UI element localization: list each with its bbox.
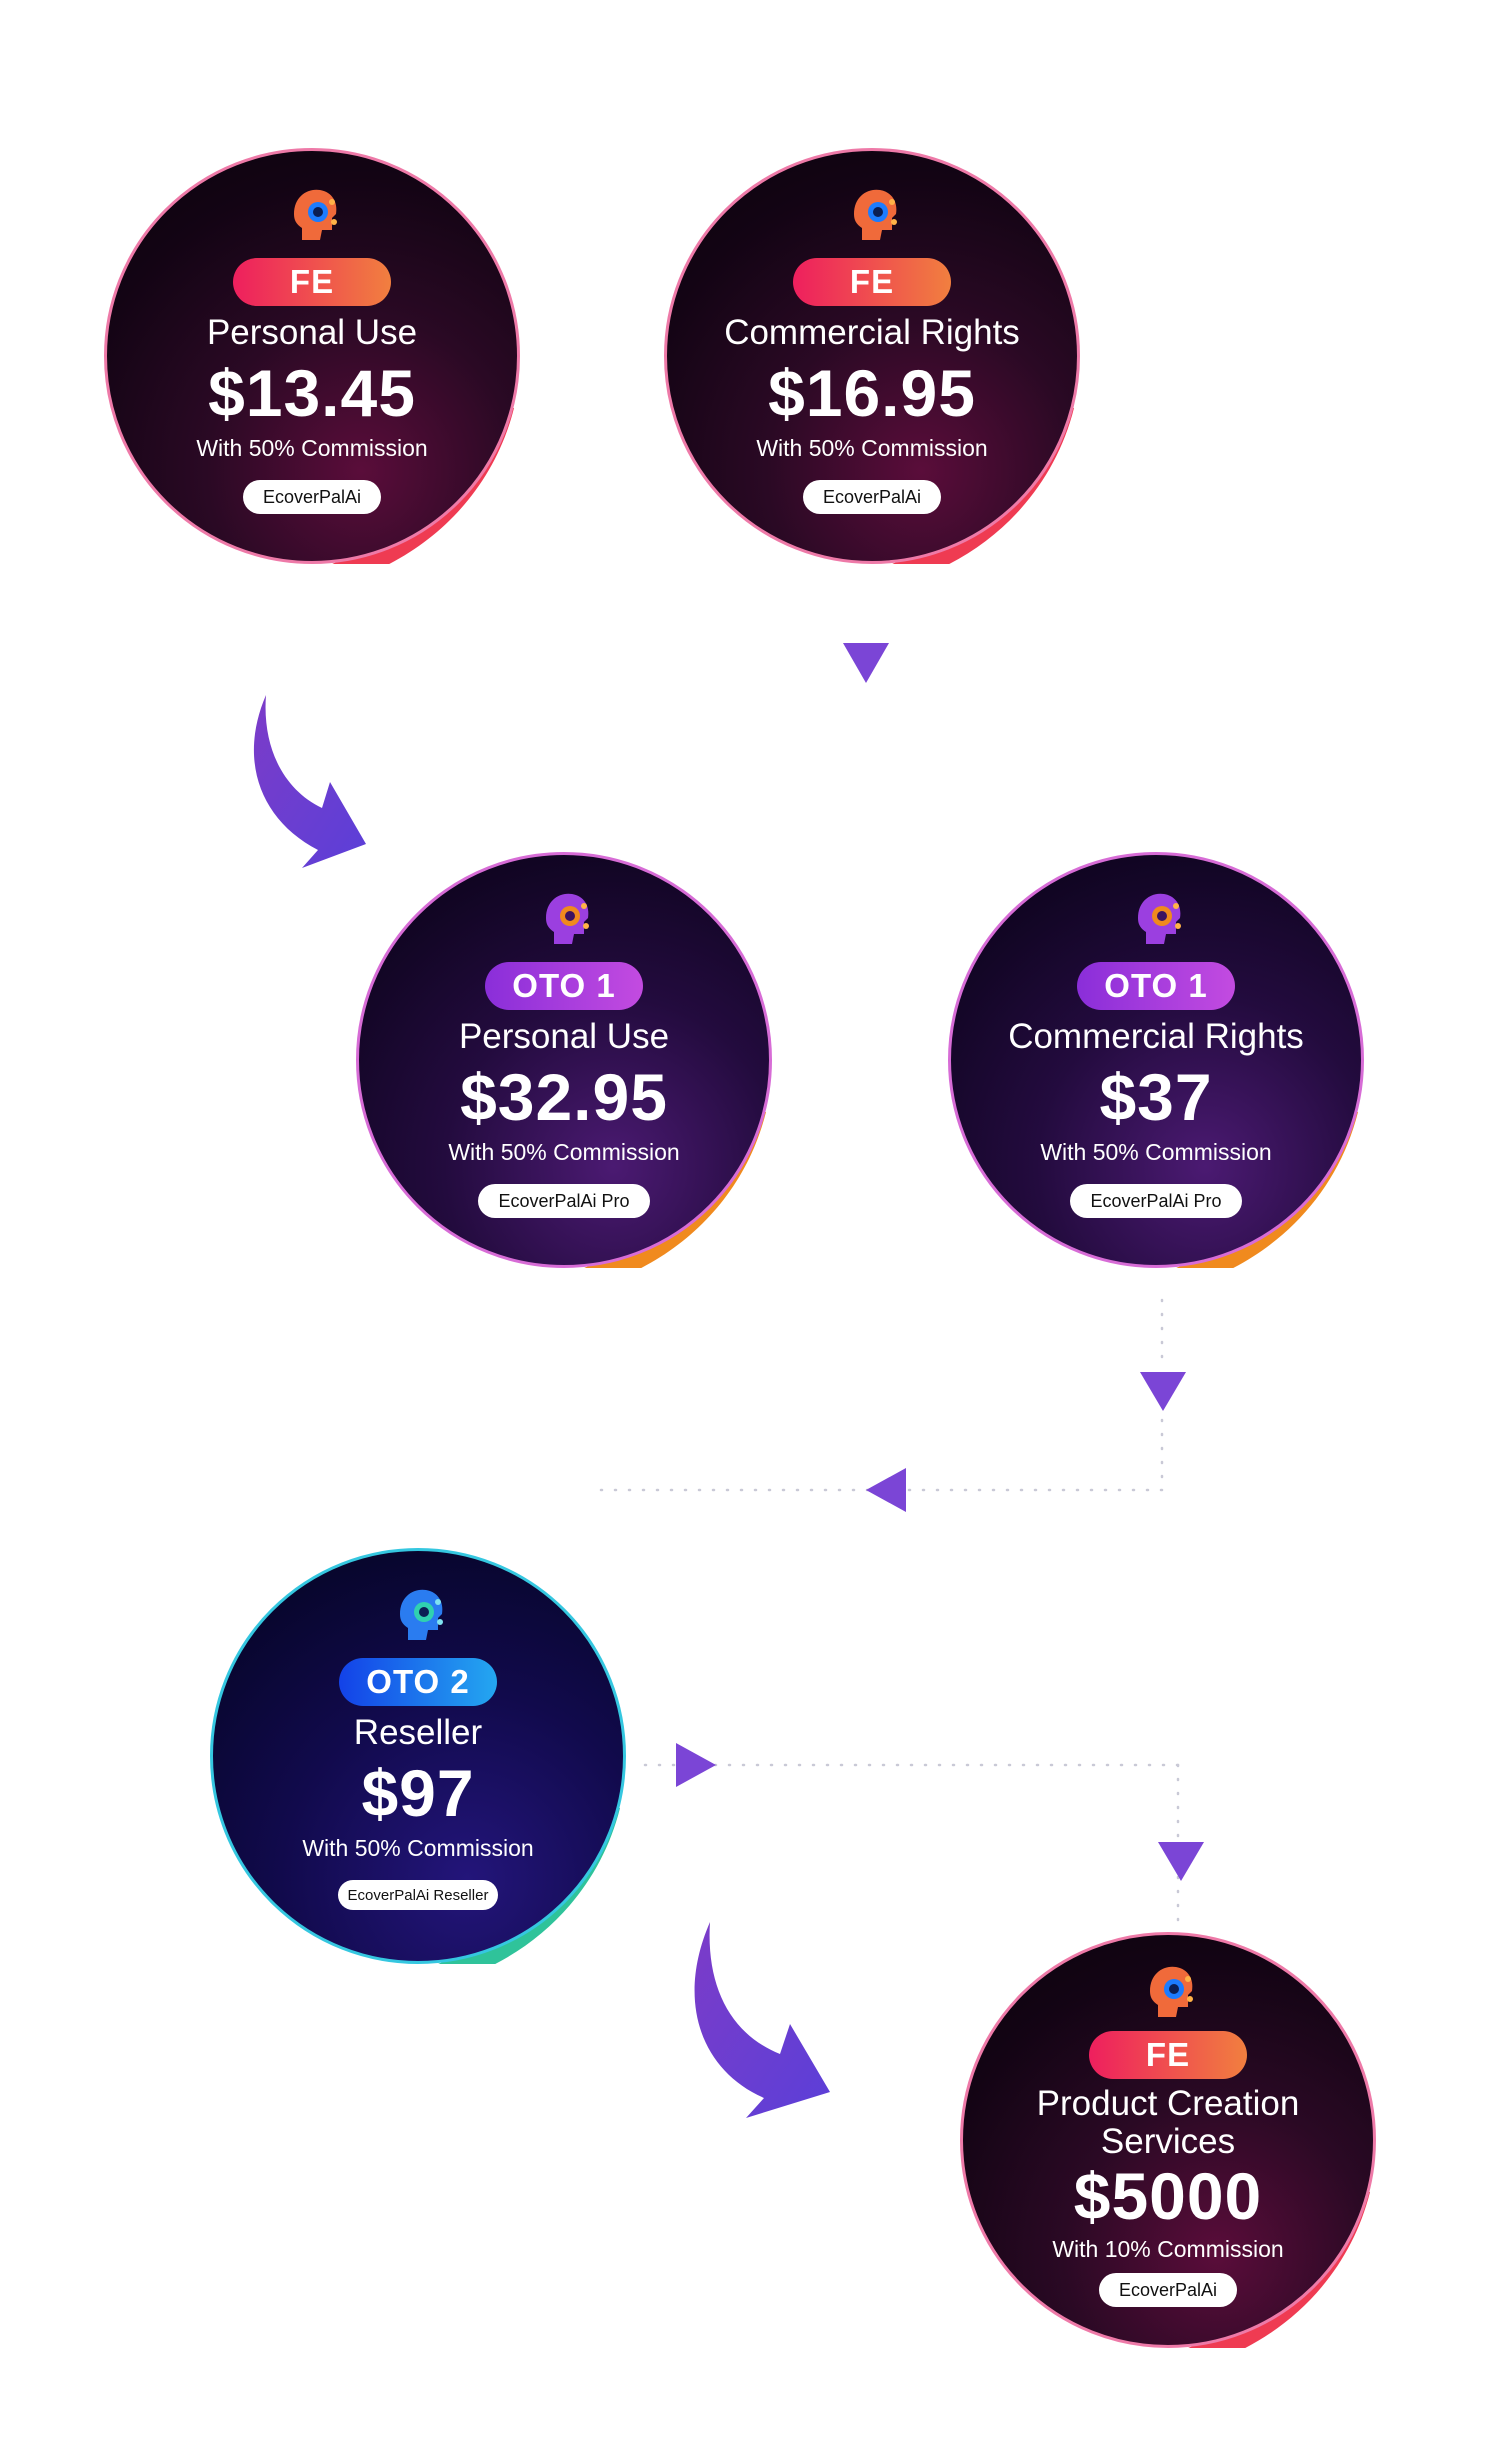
triangle-arrow-icon-4 [676,1743,716,1787]
product-name-pill: EcoverPalAi Pro [478,1184,650,1218]
node-disc: OTO 1 Personal Use $32.95 With 50% Commi… [356,852,772,1268]
funnel-node-oto2-reseller: OTO 2 Reseller $97 With 50% Commission E… [210,1548,626,1964]
tier-badge: FE [1089,2031,1247,2079]
triangle-arrow-icon-1 [843,643,889,683]
robot-head-icon [1150,1966,1193,2017]
node-disc: FE Personal Use $13.45 With 50% Commissi… [104,148,520,564]
triangle-arrow-icon-5 [1158,1842,1204,1881]
node-disc: FE Product Creation Services $5000 With … [960,1932,1376,2348]
funnel-node-oto1-personal: OTO 1 Personal Use $32.95 With 50% Commi… [356,852,772,1268]
node-price: $37 [1099,1060,1213,1134]
funnel-node-product-creation: FE Product Creation Services $5000 With … [960,1932,1376,2348]
node-price: $5000 [1073,2159,1263,2233]
node-title: Commercial Rights [724,313,1020,352]
triangle-arrow-icon-2 [1140,1372,1186,1411]
funnel-node-fe-personal: FE Personal Use $13.45 With 50% Commissi… [104,148,520,564]
commission-label: With 50% Commission [1040,1139,1272,1165]
node-disc: FE Commercial Rights $16.95 With 50% Com… [664,148,1080,564]
curved-arrow-icon-2 [694,1922,830,2118]
robot-head-icon [854,189,897,240]
robot-head-icon [1138,893,1181,944]
tier-badge: OTO 1 [1077,962,1235,1010]
node-price: $97 [361,1756,475,1830]
tier-badge: OTO 2 [339,1658,497,1706]
node-price: $16.95 [768,356,976,430]
funnel-node-fe-commercial: FE Commercial Rights $16.95 With 50% Com… [664,148,1080,564]
product-name-pill: EcoverPalAi [242,480,382,514]
funnel-node-oto1-commercial: OTO 1 Commercial Rights $37 With 50% Com… [948,852,1364,1268]
node-title: Commercial Rights [1008,1017,1304,1056]
robot-head-icon [546,893,589,944]
node-title: Personal Use [458,1017,670,1056]
commission-label: With 50% Commission [302,1835,534,1861]
robot-head-icon [294,189,337,240]
product-name-pill: EcoverPalAi [802,480,942,514]
commission-label: With 10% Commission [1052,2236,1284,2262]
product-name-pill: EcoverPalAi Pro [1070,1184,1242,1218]
robot-head-icon [400,1589,443,1640]
node-price: $32.95 [460,1060,668,1134]
node-title: Product Creation Services [1036,2084,1300,2161]
node-price: $13.45 [208,356,416,430]
commission-label: With 50% Commission [448,1139,680,1165]
node-disc: OTO 2 Reseller $97 With 50% Commission E… [210,1548,626,1964]
triangle-arrow-icon-3 [866,1468,906,1512]
tier-badge: FE [793,258,951,306]
commission-label: With 50% Commission [756,435,988,461]
node-disc: OTO 1 Commercial Rights $37 With 50% Com… [948,852,1364,1268]
tier-badge: FE [233,258,391,306]
product-name-pill: EcoverPalAi Reseller [337,1880,499,1910]
node-title: Reseller [353,1713,483,1752]
product-name-pill: EcoverPalAi [1098,2273,1238,2307]
node-title: Personal Use [206,313,418,352]
tier-badge: OTO 1 [485,962,643,1010]
commission-label: With 50% Commission [196,435,428,461]
curved-arrow-icon-1 [253,695,366,868]
